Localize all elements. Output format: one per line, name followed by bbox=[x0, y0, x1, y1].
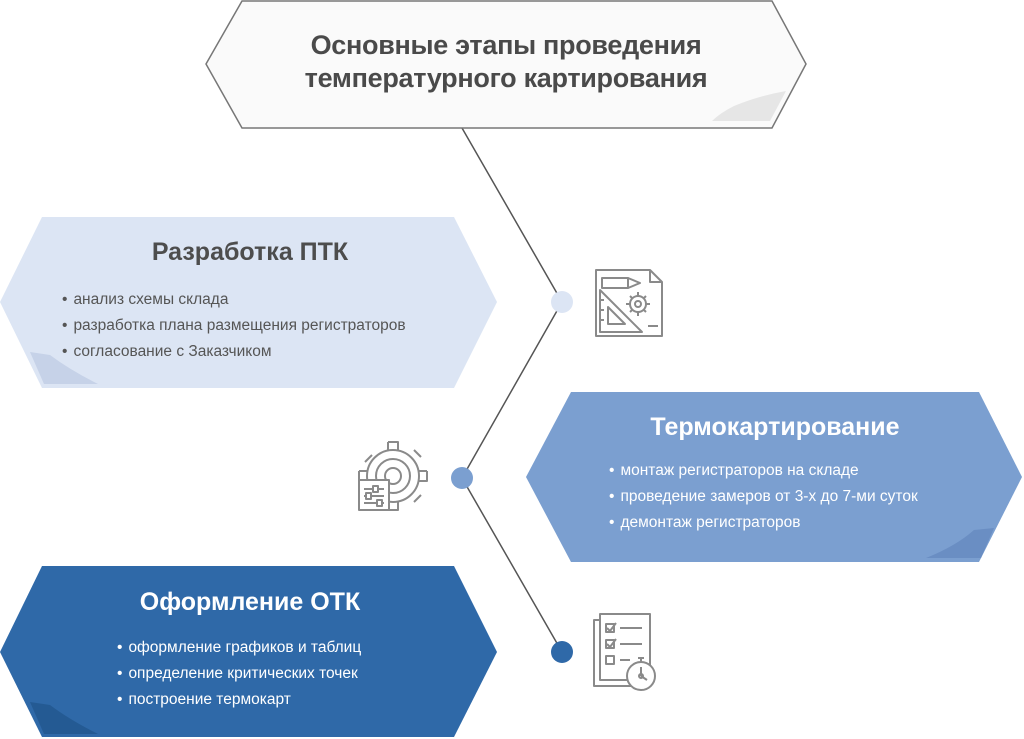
stage-1-bullet: разработка плана размещения регистраторо… bbox=[62, 313, 405, 339]
stage-3-bullet: построение термокарт bbox=[117, 687, 361, 713]
stage-1-title: Разработка ПТК bbox=[151, 238, 349, 266]
stage-1-bullet: анализ схемы склада bbox=[62, 287, 406, 313]
design-pencil-gear-icon bbox=[595, 269, 663, 337]
node-1 bbox=[551, 291, 573, 313]
stage-3-bullets: оформление графиков и таблиц определение… bbox=[117, 635, 361, 713]
stage-3-bullet: оформление графиков и таблиц bbox=[117, 635, 361, 661]
stage-2-bullets: монтаж регистраторов на складе проведени… bbox=[609, 458, 918, 536]
node-2 bbox=[451, 467, 473, 489]
stage-2-bullet: монтаж регистраторов на складе bbox=[609, 458, 918, 484]
page-title-line-1: Основные этапы проведения bbox=[310, 30, 702, 60]
stage-2-bullet: проведение замеров от 3-х до 7-ми суток bbox=[609, 484, 917, 510]
stage-1-bullets: анализ схемы склада разработка плана раз… bbox=[62, 287, 406, 365]
title-banner bbox=[205, 0, 807, 129]
gear-sliders-icon bbox=[358, 441, 428, 511]
timeline-connector bbox=[461, 127, 563, 653]
stage-2-bullet: демонтаж регистраторов bbox=[609, 510, 918, 536]
node-3 bbox=[551, 641, 573, 663]
checklist-stopwatch-icon bbox=[593, 613, 656, 691]
stage-2-title: Термокартирование bbox=[650, 413, 900, 441]
stage-3-title: Оформление ОТК bbox=[139, 588, 361, 616]
page-title-line-2: температурного картирования bbox=[304, 63, 708, 93]
stage-3-bullet: определение критических точек bbox=[117, 661, 361, 687]
stage-1-bullet: согласование с Заказчиком bbox=[62, 339, 406, 365]
